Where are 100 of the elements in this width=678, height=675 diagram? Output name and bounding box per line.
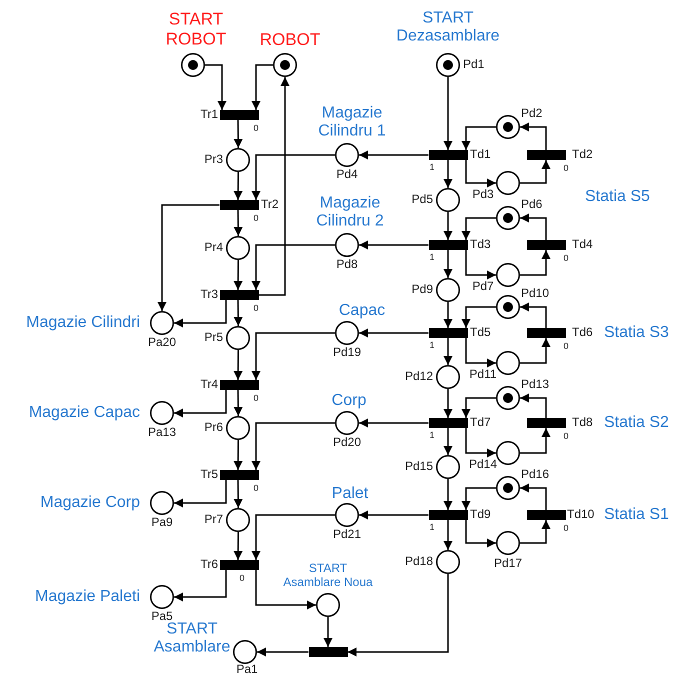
firing-time: 1 xyxy=(430,430,434,440)
place-name: START ROBOT xyxy=(164,9,228,49)
arrow xyxy=(234,210,243,236)
arrow xyxy=(234,480,243,508)
arrow xyxy=(258,77,290,296)
arrow xyxy=(462,217,496,240)
place-label: Pr4 xyxy=(204,241,223,255)
arrow xyxy=(255,570,316,610)
place-label: Pr5 xyxy=(204,331,223,345)
arrow xyxy=(252,64,273,110)
arrow xyxy=(252,332,335,380)
place-label: Pd16 xyxy=(521,468,550,482)
transition-label: Td1 xyxy=(470,148,491,162)
arrow xyxy=(520,122,547,150)
place-label: Pd21 xyxy=(332,528,362,542)
arrow xyxy=(465,250,496,280)
place-label: Pd1 xyxy=(463,58,484,72)
arrow xyxy=(444,160,452,188)
place-label: Pa20 xyxy=(148,336,176,350)
transition-label: Td3 xyxy=(470,238,491,252)
place-label: Pd7 xyxy=(472,280,494,294)
arrow xyxy=(359,510,428,520)
transition-label: Td4 xyxy=(572,238,593,252)
arrow xyxy=(520,160,550,184)
firing-time: 0 xyxy=(254,392,258,404)
arrow xyxy=(444,428,452,455)
firing-time: 0 xyxy=(564,340,568,352)
transition-label: Td8 xyxy=(572,416,593,430)
arrow xyxy=(205,64,226,110)
place-name: Magazie Capac xyxy=(28,404,140,422)
place-name: Capac xyxy=(338,302,386,320)
firing-time: 0 xyxy=(564,430,568,442)
arrow xyxy=(234,350,243,380)
place-name: START Asamblare Noua xyxy=(282,562,374,590)
transition-label: Tr1 xyxy=(200,108,218,122)
arrow xyxy=(359,418,428,428)
transition-label: Tr2 xyxy=(261,198,279,212)
place-label: Pd3 xyxy=(472,188,494,202)
firing-time: 1 xyxy=(430,252,434,262)
arrow xyxy=(520,520,550,544)
station-label: Statia S2 xyxy=(604,414,669,432)
arrow xyxy=(174,390,227,418)
place-label: Pa5 xyxy=(151,610,173,624)
place-name: ROBOT xyxy=(260,30,320,50)
place-label: Pd12 xyxy=(404,370,433,384)
firing-time: 1 xyxy=(430,162,434,172)
place-label: Pd15 xyxy=(404,460,433,474)
place-label: Pd2 xyxy=(521,107,542,121)
arrow xyxy=(462,126,496,150)
transition-label: Td9 xyxy=(470,508,491,522)
firing-time: 0 xyxy=(564,162,568,174)
arrow xyxy=(234,440,243,470)
place-label: Pd5 xyxy=(412,193,433,207)
place-label: Pa1 xyxy=(236,663,258,675)
arrow xyxy=(465,338,496,368)
place-name: Magazie Cilindru 1 xyxy=(317,104,387,142)
place-label: Pr3 xyxy=(204,153,223,167)
arrow xyxy=(234,172,243,200)
arrow xyxy=(158,204,220,311)
arrow xyxy=(444,389,452,418)
place-label: Pd9 xyxy=(412,283,433,297)
place-label: Pd6 xyxy=(521,198,542,212)
place-name: START Asamblare xyxy=(152,620,232,658)
arrow xyxy=(234,532,243,560)
firing-time: 0 xyxy=(240,572,244,584)
arrow xyxy=(348,574,449,656)
transition-label: Td10 xyxy=(567,508,594,522)
place-name: Magazie Paleti xyxy=(35,588,140,606)
firing-time: 1 xyxy=(430,522,434,532)
transition-label: Td5 xyxy=(470,326,491,340)
transition-label: Td7 xyxy=(470,416,491,430)
place-name: START Dezasamblare xyxy=(395,10,501,46)
firing-time: 0 xyxy=(564,522,568,534)
arrow xyxy=(462,487,496,510)
arrow xyxy=(520,428,550,454)
place-label: Pr7 xyxy=(204,513,223,527)
arrow xyxy=(252,244,335,290)
transition-label: Tr5 xyxy=(200,468,218,482)
arrow xyxy=(257,648,308,656)
arrow xyxy=(444,338,452,365)
place-label: Pd11 xyxy=(469,368,497,382)
place-label: Pa9 xyxy=(151,516,173,530)
arrow xyxy=(252,514,335,560)
firing-time: 0 xyxy=(254,122,258,134)
arrow xyxy=(234,260,243,290)
place-label: Pd14 xyxy=(468,458,498,472)
arrow xyxy=(359,240,428,250)
arrow xyxy=(174,480,227,508)
transition-label: Td2 xyxy=(572,148,593,162)
arrow xyxy=(234,120,243,148)
firing-time: 0 xyxy=(564,252,568,264)
arrow xyxy=(520,302,547,328)
arrow xyxy=(465,520,496,548)
station-label: Statia S5 xyxy=(585,188,650,206)
arrow xyxy=(465,160,496,188)
place-label: Pd10 xyxy=(521,287,550,301)
arrow xyxy=(444,520,452,550)
station-label: Statia S3 xyxy=(604,324,669,342)
arrow xyxy=(174,300,227,328)
transition-label: Tr4 xyxy=(200,378,218,392)
